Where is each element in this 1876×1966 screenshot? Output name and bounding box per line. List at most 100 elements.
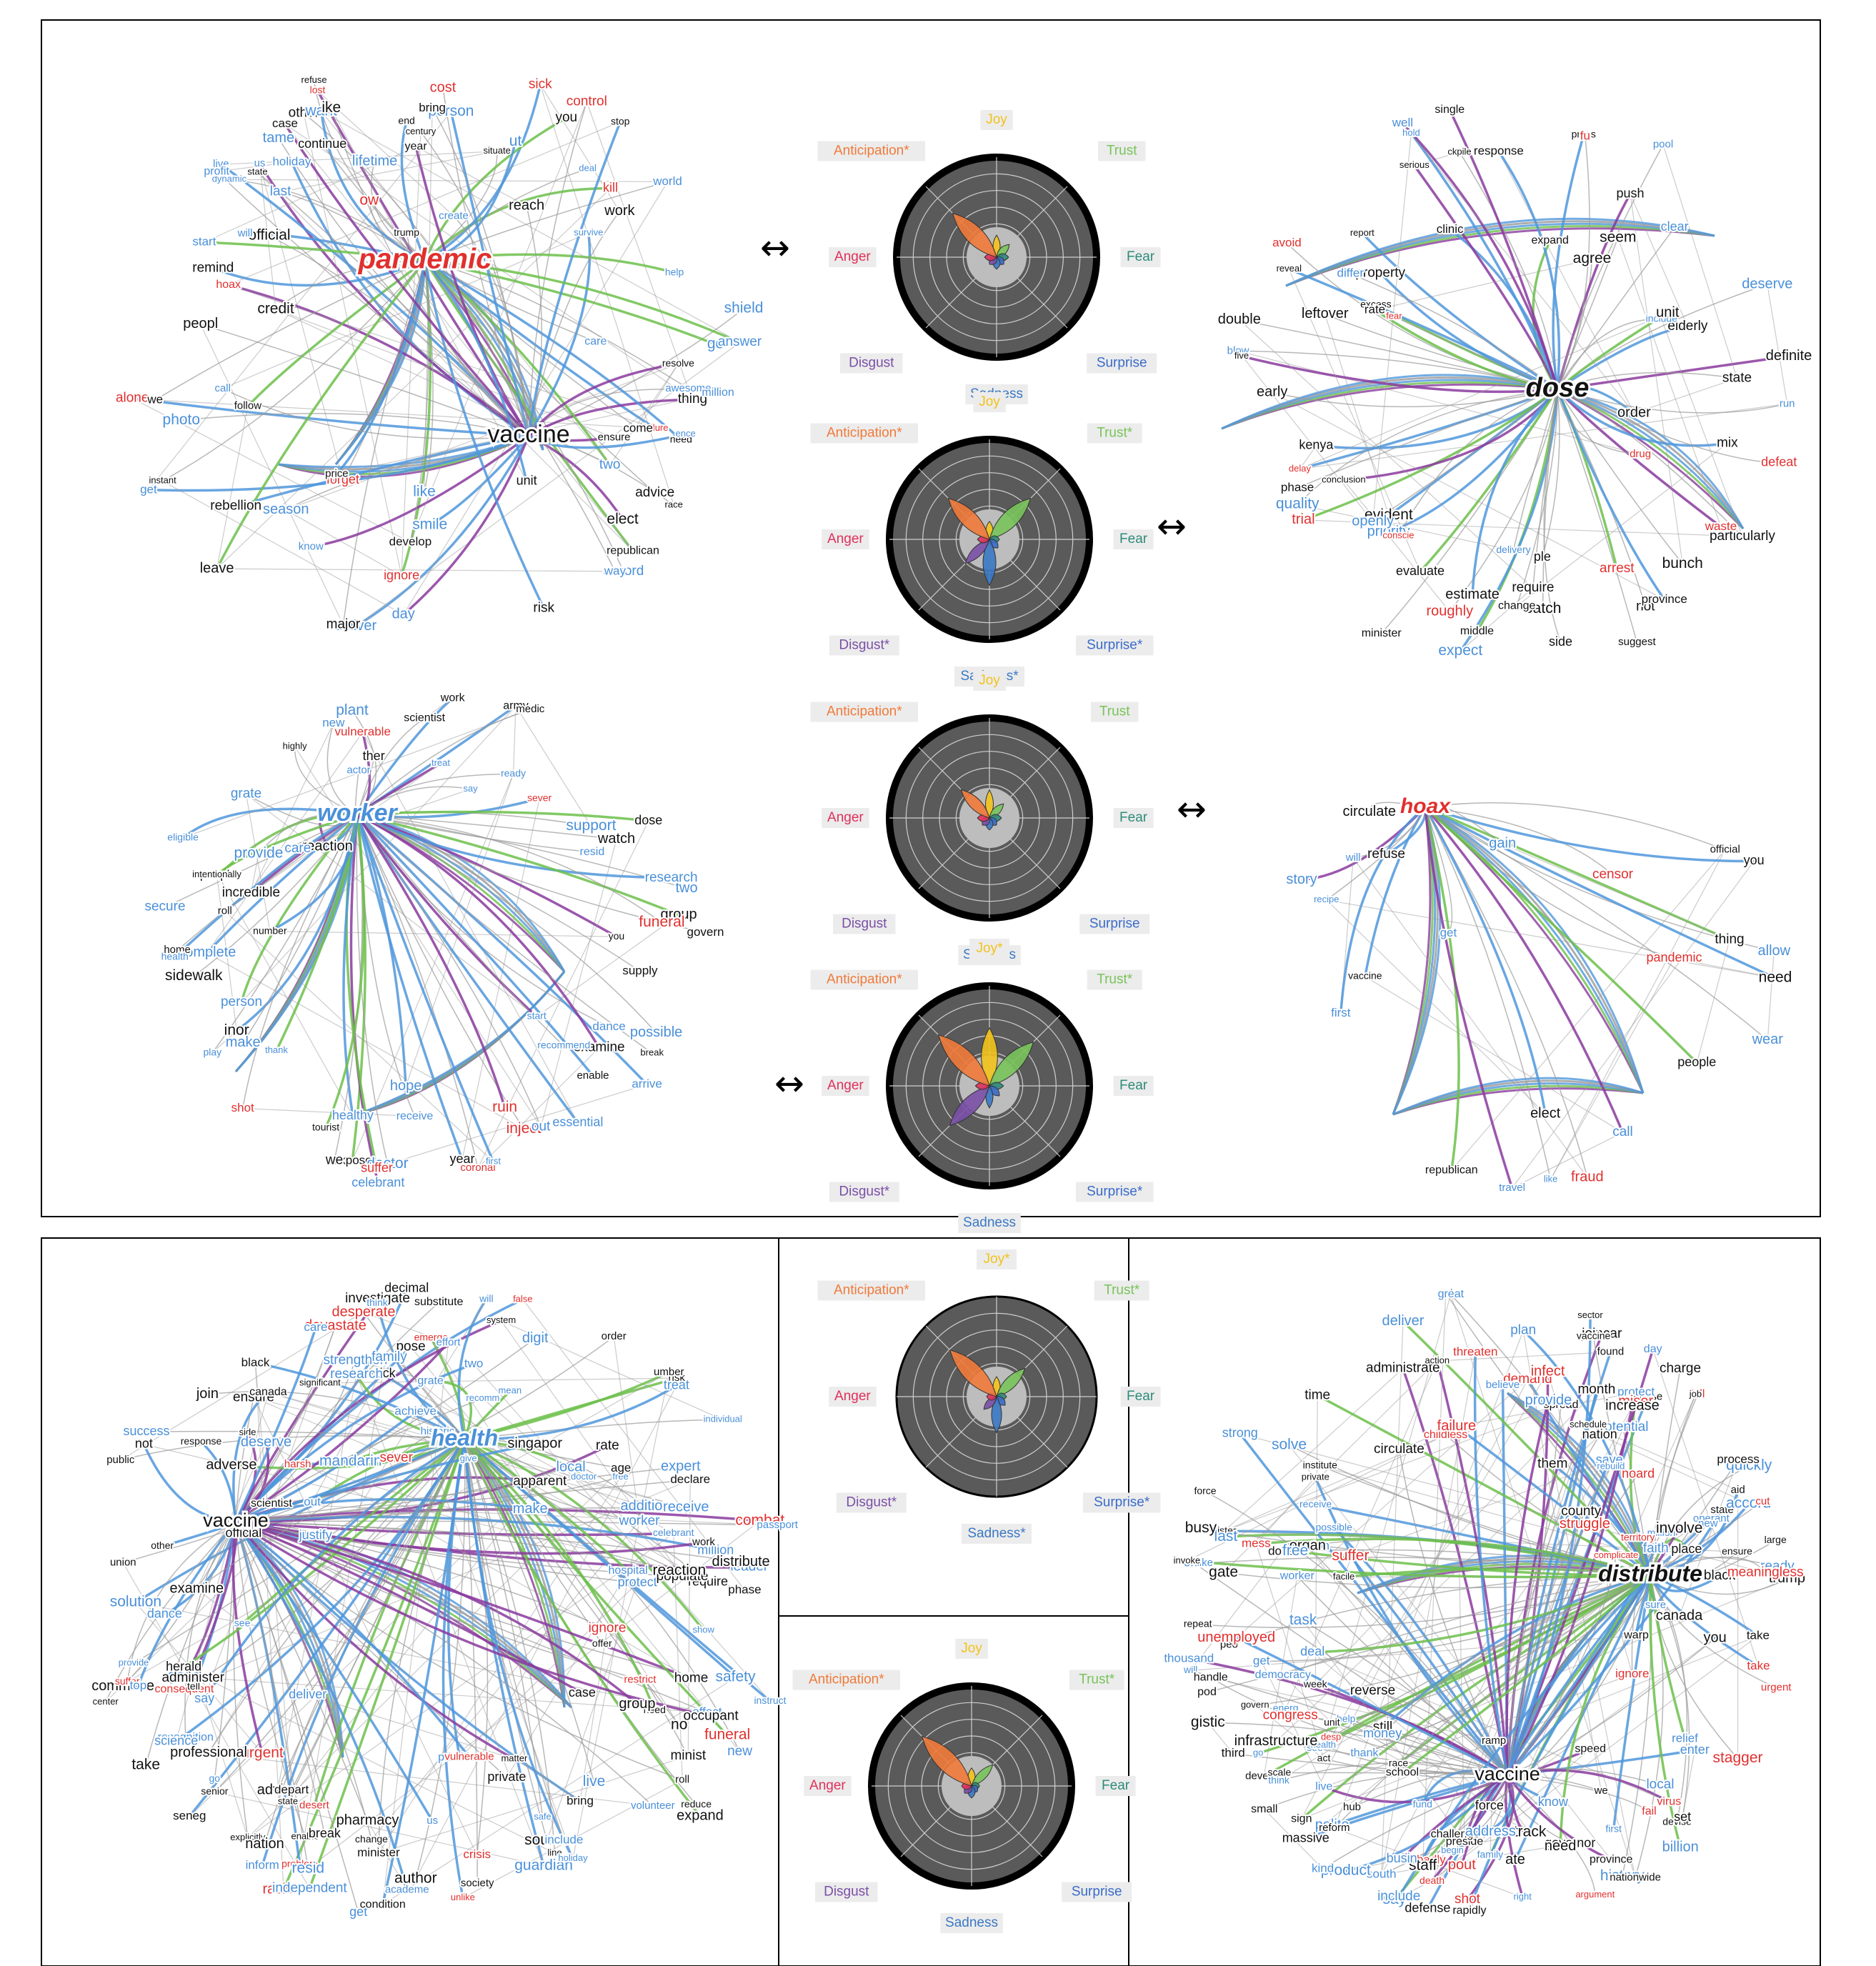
- edge: [234, 1362, 474, 1523]
- bundle-edge: [1557, 388, 1745, 529]
- edge: [216, 406, 249, 569]
- word-node: expose: [333, 1153, 372, 1167]
- edge: [1264, 1772, 1508, 1810]
- word-node: province: [1642, 592, 1687, 606]
- edge: [1307, 1545, 1351, 1557]
- word-node: group: [661, 907, 697, 922]
- word-node: health: [161, 951, 189, 962]
- word-node: develop: [1245, 1770, 1283, 1782]
- edge: [154, 260, 426, 401]
- edge: [1299, 312, 1668, 469]
- emotion-label: Surprise: [1089, 917, 1140, 932]
- word-node: joincar: [1581, 1327, 1622, 1342]
- edge: [463, 1439, 702, 1817]
- word-node: help: [1337, 1712, 1356, 1724]
- word-node: billion: [1662, 1839, 1699, 1855]
- word-node: unit: [517, 473, 537, 487]
- word-node: vulnerable: [334, 724, 390, 738]
- word-node: sidewalk: [165, 967, 223, 984]
- edge: [1254, 1575, 1651, 1706]
- edge: [1649, 1517, 1712, 1577]
- word-node: problem: [281, 1858, 318, 1870]
- word-node: involve: [1656, 1520, 1702, 1537]
- bundle-edge: [334, 260, 426, 465]
- word-node: begin: [1441, 1845, 1464, 1855]
- edge: [1507, 1767, 1661, 1786]
- word-node: forget: [326, 472, 359, 486]
- edge: [1557, 226, 1675, 390]
- edge: [1204, 1490, 1508, 1776]
- emotion-label: Surprise: [1097, 356, 1147, 371]
- word-node: black: [1704, 1568, 1736, 1583]
- word-node: provide: [234, 844, 284, 861]
- word-node: state: [1710, 1504, 1734, 1516]
- word-node: family: [1477, 1849, 1504, 1860]
- radar-4: Joy*Trust*FearSurprise*SadnessDisgust*An…: [810, 939, 1154, 1233]
- word-node: race: [1389, 1757, 1408, 1768]
- edge: [1334, 1827, 1523, 1898]
- edge: [1507, 1769, 1670, 1804]
- word-node: censor: [1592, 867, 1634, 882]
- edge: [245, 794, 271, 932]
- edge: [1372, 389, 1558, 522]
- edge: [1207, 1722, 1234, 1755]
- word-node: science: [154, 1733, 198, 1747]
- edge: [1522, 1330, 1602, 1792]
- edge: [229, 179, 668, 182]
- edge: [424, 259, 657, 430]
- hub-word: pandemic: [358, 244, 492, 275]
- edge: [1364, 976, 1623, 1133]
- emotion-label-bg: [973, 392, 1006, 412]
- edge: [1322, 1294, 1452, 1746]
- word-node: alone: [116, 391, 149, 406]
- emotion-label-bg: [815, 1882, 878, 1902]
- emotion-label-bg: [817, 141, 925, 161]
- edge: [203, 1438, 465, 1700]
- word-node: great: [1438, 1288, 1465, 1300]
- word-node: not: [1636, 599, 1655, 614]
- word-node: thousand: [1164, 1651, 1214, 1665]
- edge: [356, 813, 648, 1086]
- word-node: celebrant: [653, 1527, 694, 1538]
- word-node: quality: [1276, 496, 1319, 512]
- edge: [464, 1439, 709, 1583]
- emotion-label: Trust: [1099, 704, 1130, 719]
- word-node: addition: [620, 1498, 670, 1514]
- word-node: call: [1612, 1124, 1633, 1139]
- emotion-petal: [991, 1395, 1002, 1434]
- word-node: drug: [1630, 448, 1651, 460]
- emotion-label: Anger: [834, 1389, 871, 1404]
- word-node: minist: [670, 1748, 706, 1763]
- edge: [1361, 232, 1558, 391]
- edge: [216, 813, 358, 877]
- word-node: agree: [1573, 250, 1612, 266]
- edge: [1223, 1368, 1404, 1532]
- word-node: avoid: [1272, 236, 1302, 249]
- word-node: pose: [396, 1339, 425, 1354]
- edge: [254, 1362, 284, 1890]
- word-node: staff: [1409, 1857, 1437, 1873]
- edge: [1507, 1637, 1716, 1776]
- emotion-label-bg: [1113, 808, 1154, 828]
- edge: [1326, 899, 1546, 1114]
- word-node: come: [623, 421, 653, 435]
- word-node: justify: [299, 1528, 332, 1542]
- edge: [135, 1602, 263, 1754]
- edge: [1255, 1543, 1324, 1760]
- word-node: race: [665, 499, 683, 510]
- edge: [144, 1444, 680, 1572]
- edge: [1421, 1769, 1508, 1805]
- word-node: thank: [1350, 1747, 1379, 1759]
- edge: [1650, 1502, 1750, 1577]
- word-node: first: [1605, 1823, 1622, 1835]
- radar-2: JoyTrust*FearSurprise*Sadness*Disgust*An…: [810, 392, 1154, 687]
- word-node: apparent: [513, 1474, 567, 1489]
- edge: [1187, 1560, 1651, 1579]
- edge: [1381, 1352, 1476, 1875]
- word-node: early: [1257, 384, 1287, 400]
- edge: [286, 363, 679, 511]
- word-node: require: [688, 1574, 728, 1588]
- word-node: secure: [144, 899, 185, 914]
- edge: [424, 181, 668, 261]
- word-node: price: [325, 467, 349, 479]
